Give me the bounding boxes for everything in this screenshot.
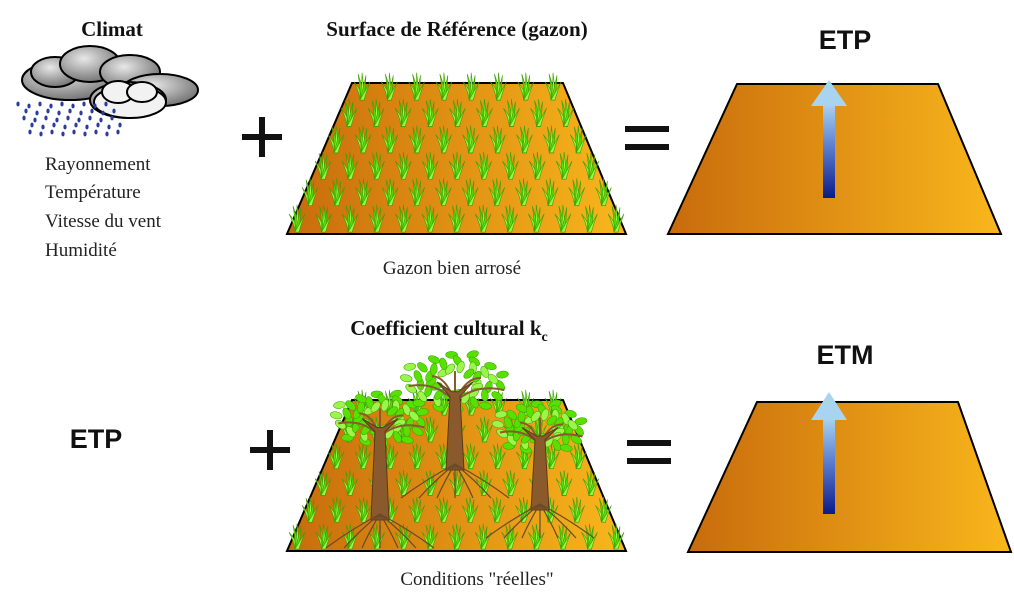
etm-result-plot (686, 392, 1013, 553)
climate-factor-wind-speed: Vitesse du vent (45, 211, 162, 232)
plus-sign-row2 (250, 430, 290, 470)
vapor-arrow-icon (811, 80, 847, 198)
equals-sign-row1 (625, 126, 669, 150)
reference-surface-caption: Gazon bien arrosé (383, 258, 521, 279)
etp-result-label: ETP (819, 25, 872, 55)
climate-factor-radiation: Rayonnement (45, 154, 151, 175)
etp-result-plot (666, 80, 1003, 235)
tree-icon (325, 350, 595, 549)
reference-surface-title: Surface de Référence (gazon) (326, 17, 587, 41)
etp-input-label: ETP (70, 424, 123, 454)
grass-icon (288, 72, 625, 233)
crop-caption: Conditions "réelles" (400, 569, 553, 590)
climate-factor-humidity: Humidité (45, 240, 117, 261)
reference-surface-plot (285, 72, 628, 235)
plus-sign-row1 (242, 117, 282, 157)
crop-plot (285, 350, 628, 552)
vapor-arrow-icon (811, 392, 847, 514)
cloud-rain-icon (16, 45, 199, 137)
climate-title: Climat (81, 17, 143, 41)
climate-factor-temperature: Température (45, 182, 141, 203)
equals-sign-row2 (627, 440, 671, 464)
crop-coefficient-title: Coefficient cultural kc (350, 316, 548, 345)
etm-result-label: ETM (817, 340, 874, 370)
climate-factors: Rayonnement Température Vitesse du vent … (45, 154, 162, 261)
